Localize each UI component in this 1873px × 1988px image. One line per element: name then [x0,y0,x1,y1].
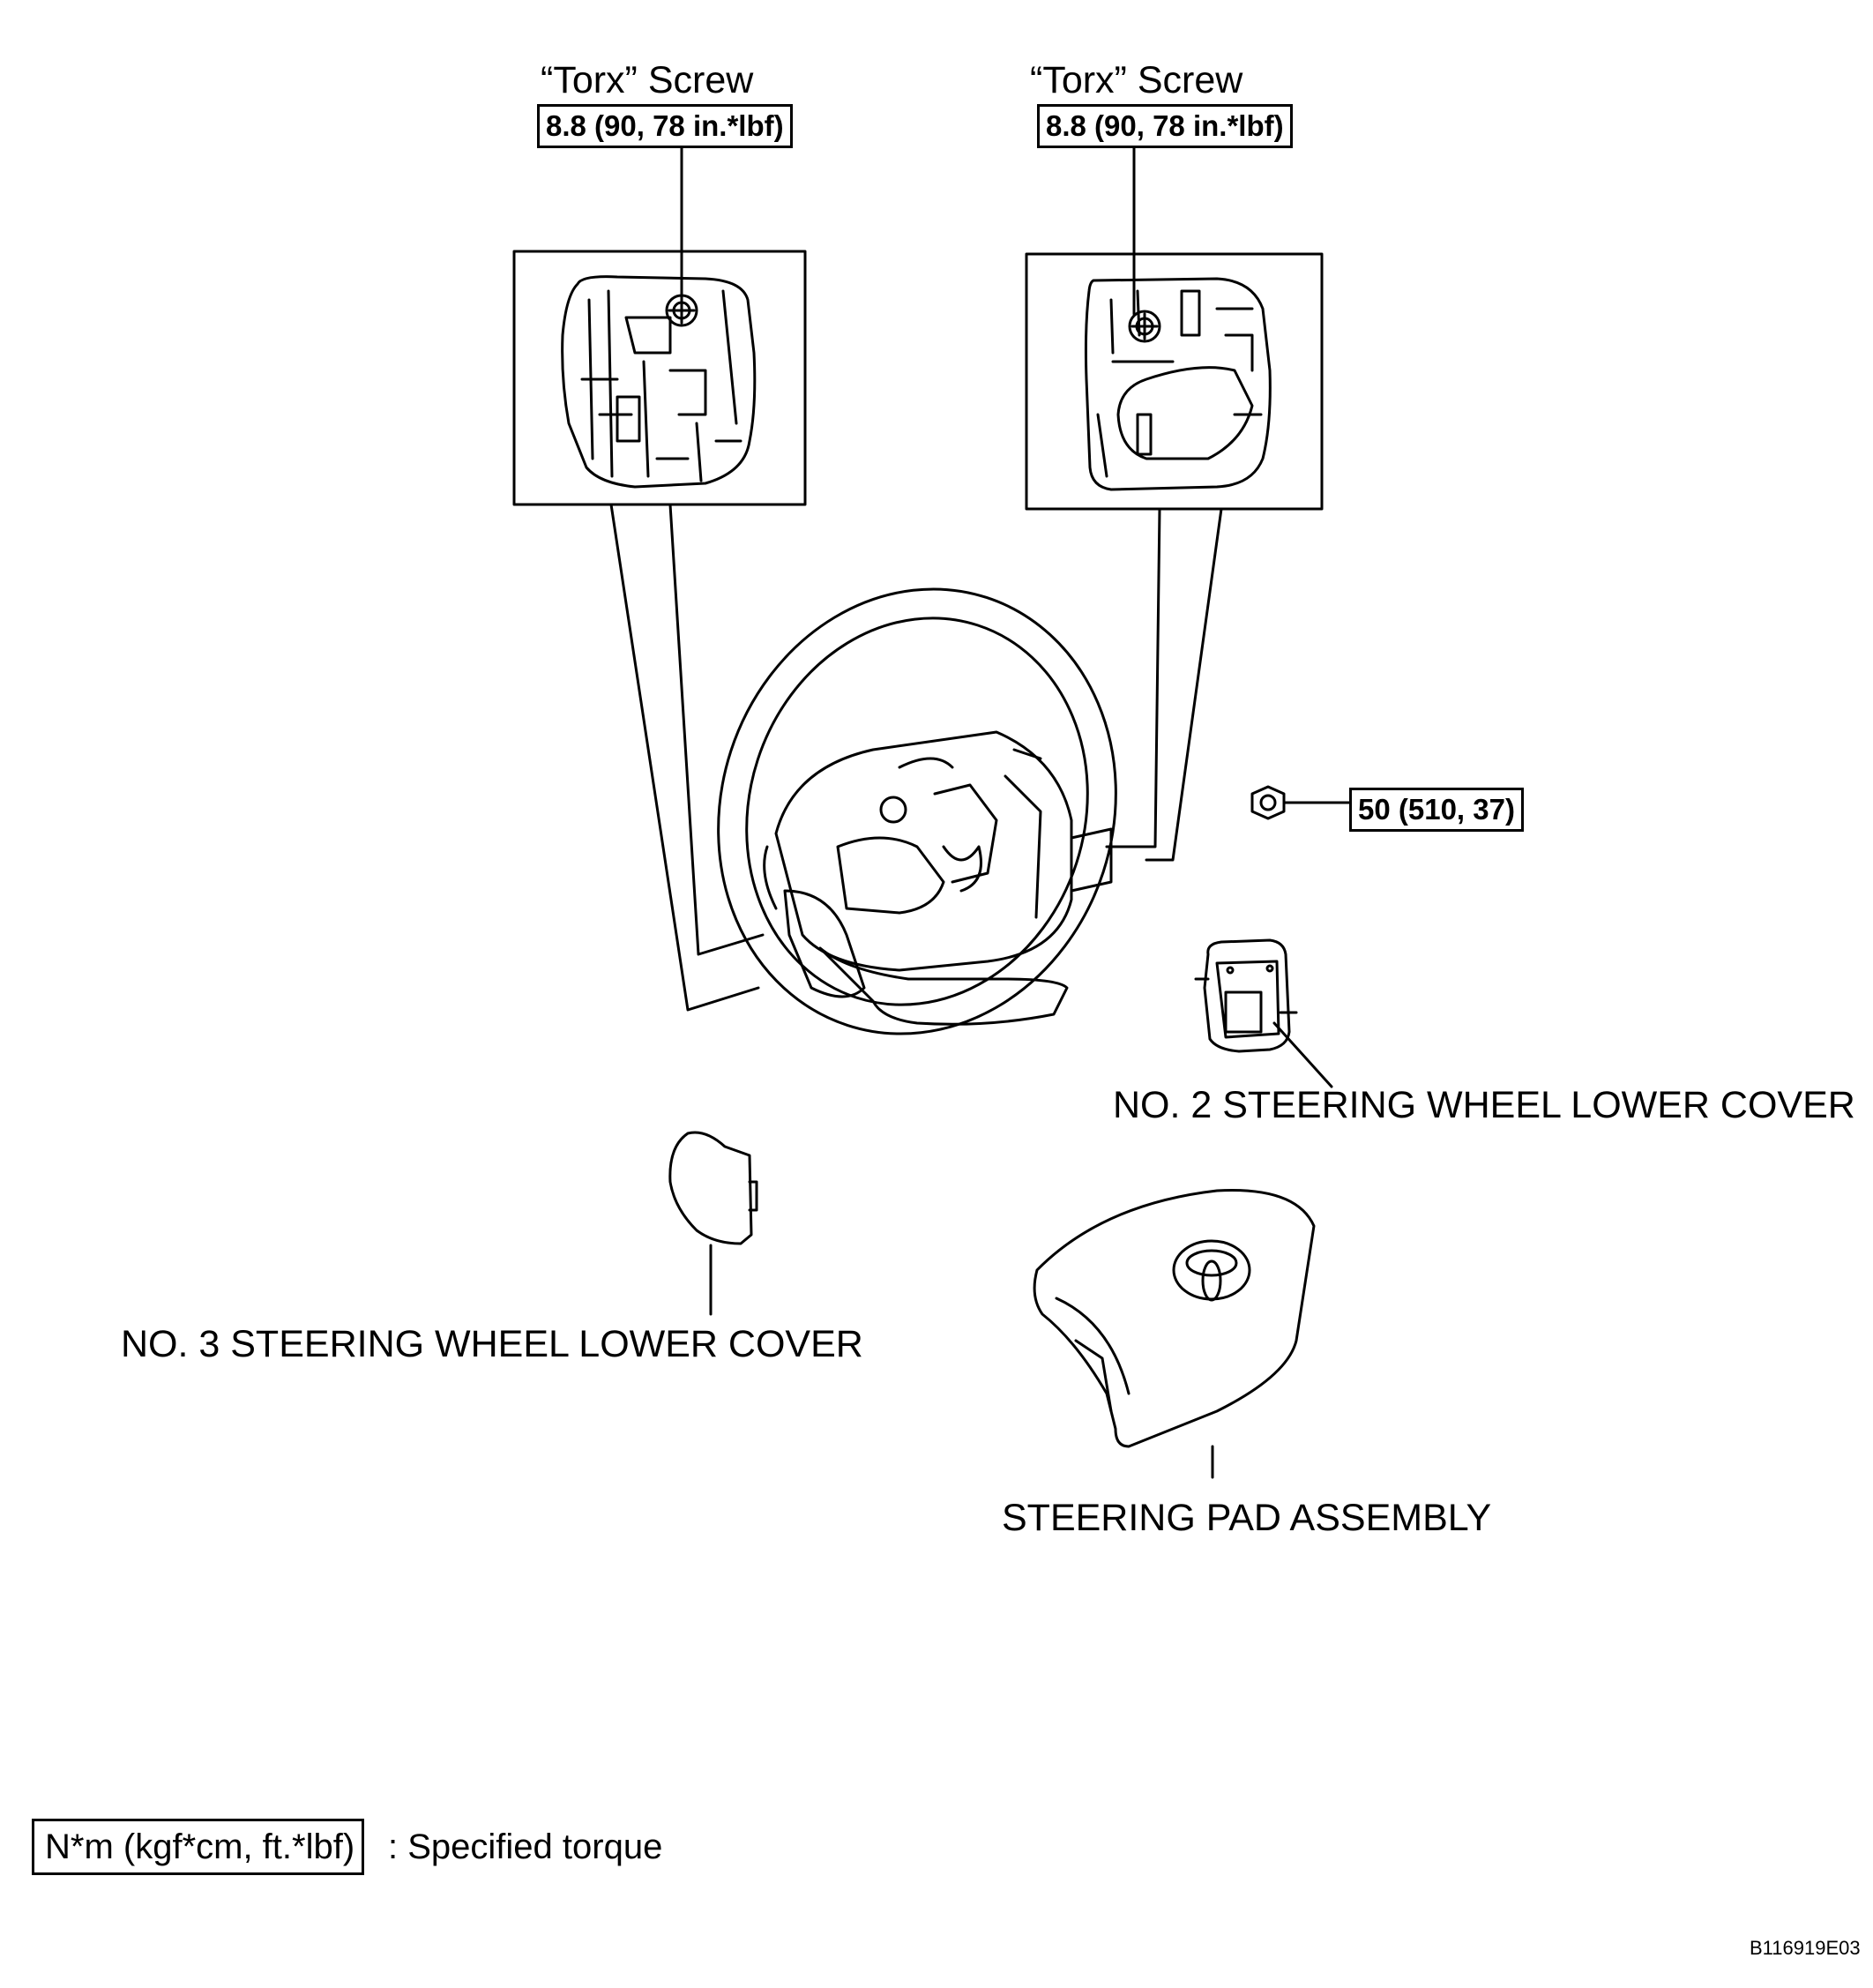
legend-description: : Specified torque [388,1827,663,1866]
nut-icon [1250,785,1351,820]
no3-cover-drawing [668,1131,758,1316]
legend-unit-box: N*m (kgf*cm, ft.*lbf) [32,1819,365,1875]
figure-code: B116919E03 [1750,1937,1861,1959]
torx-right-torque-box: 8.8 (90, 78 in.*lbf) [1037,104,1293,148]
left-detail-inset [512,250,807,1012]
torx-left-torque-box: 8.8 (90, 78 in.*lbf) [537,104,793,148]
steering-pad-drawing [1033,1189,1316,1479]
steering-wheel [717,587,1117,1035]
no2-cover-drawing [1194,938,1333,1088]
pad-assembly-label: STEERING PAD ASSEMBLY [1002,1497,1492,1539]
no3-cover-label: NO. 3 STEERING WHEEL LOWER COVER [121,1323,863,1365]
torx-right-title: “Torx” Screw [1030,59,1243,101]
nut-torque-box: 50 (510, 37) [1349,788,1524,832]
torx-left-title: “Torx” Screw [541,59,754,101]
right-detail-inset [1025,252,1324,862]
no2-cover-label: NO. 2 STEERING WHEEL LOWER COVER [1113,1084,1855,1126]
no2-cover-leader [1272,1021,1333,1088]
